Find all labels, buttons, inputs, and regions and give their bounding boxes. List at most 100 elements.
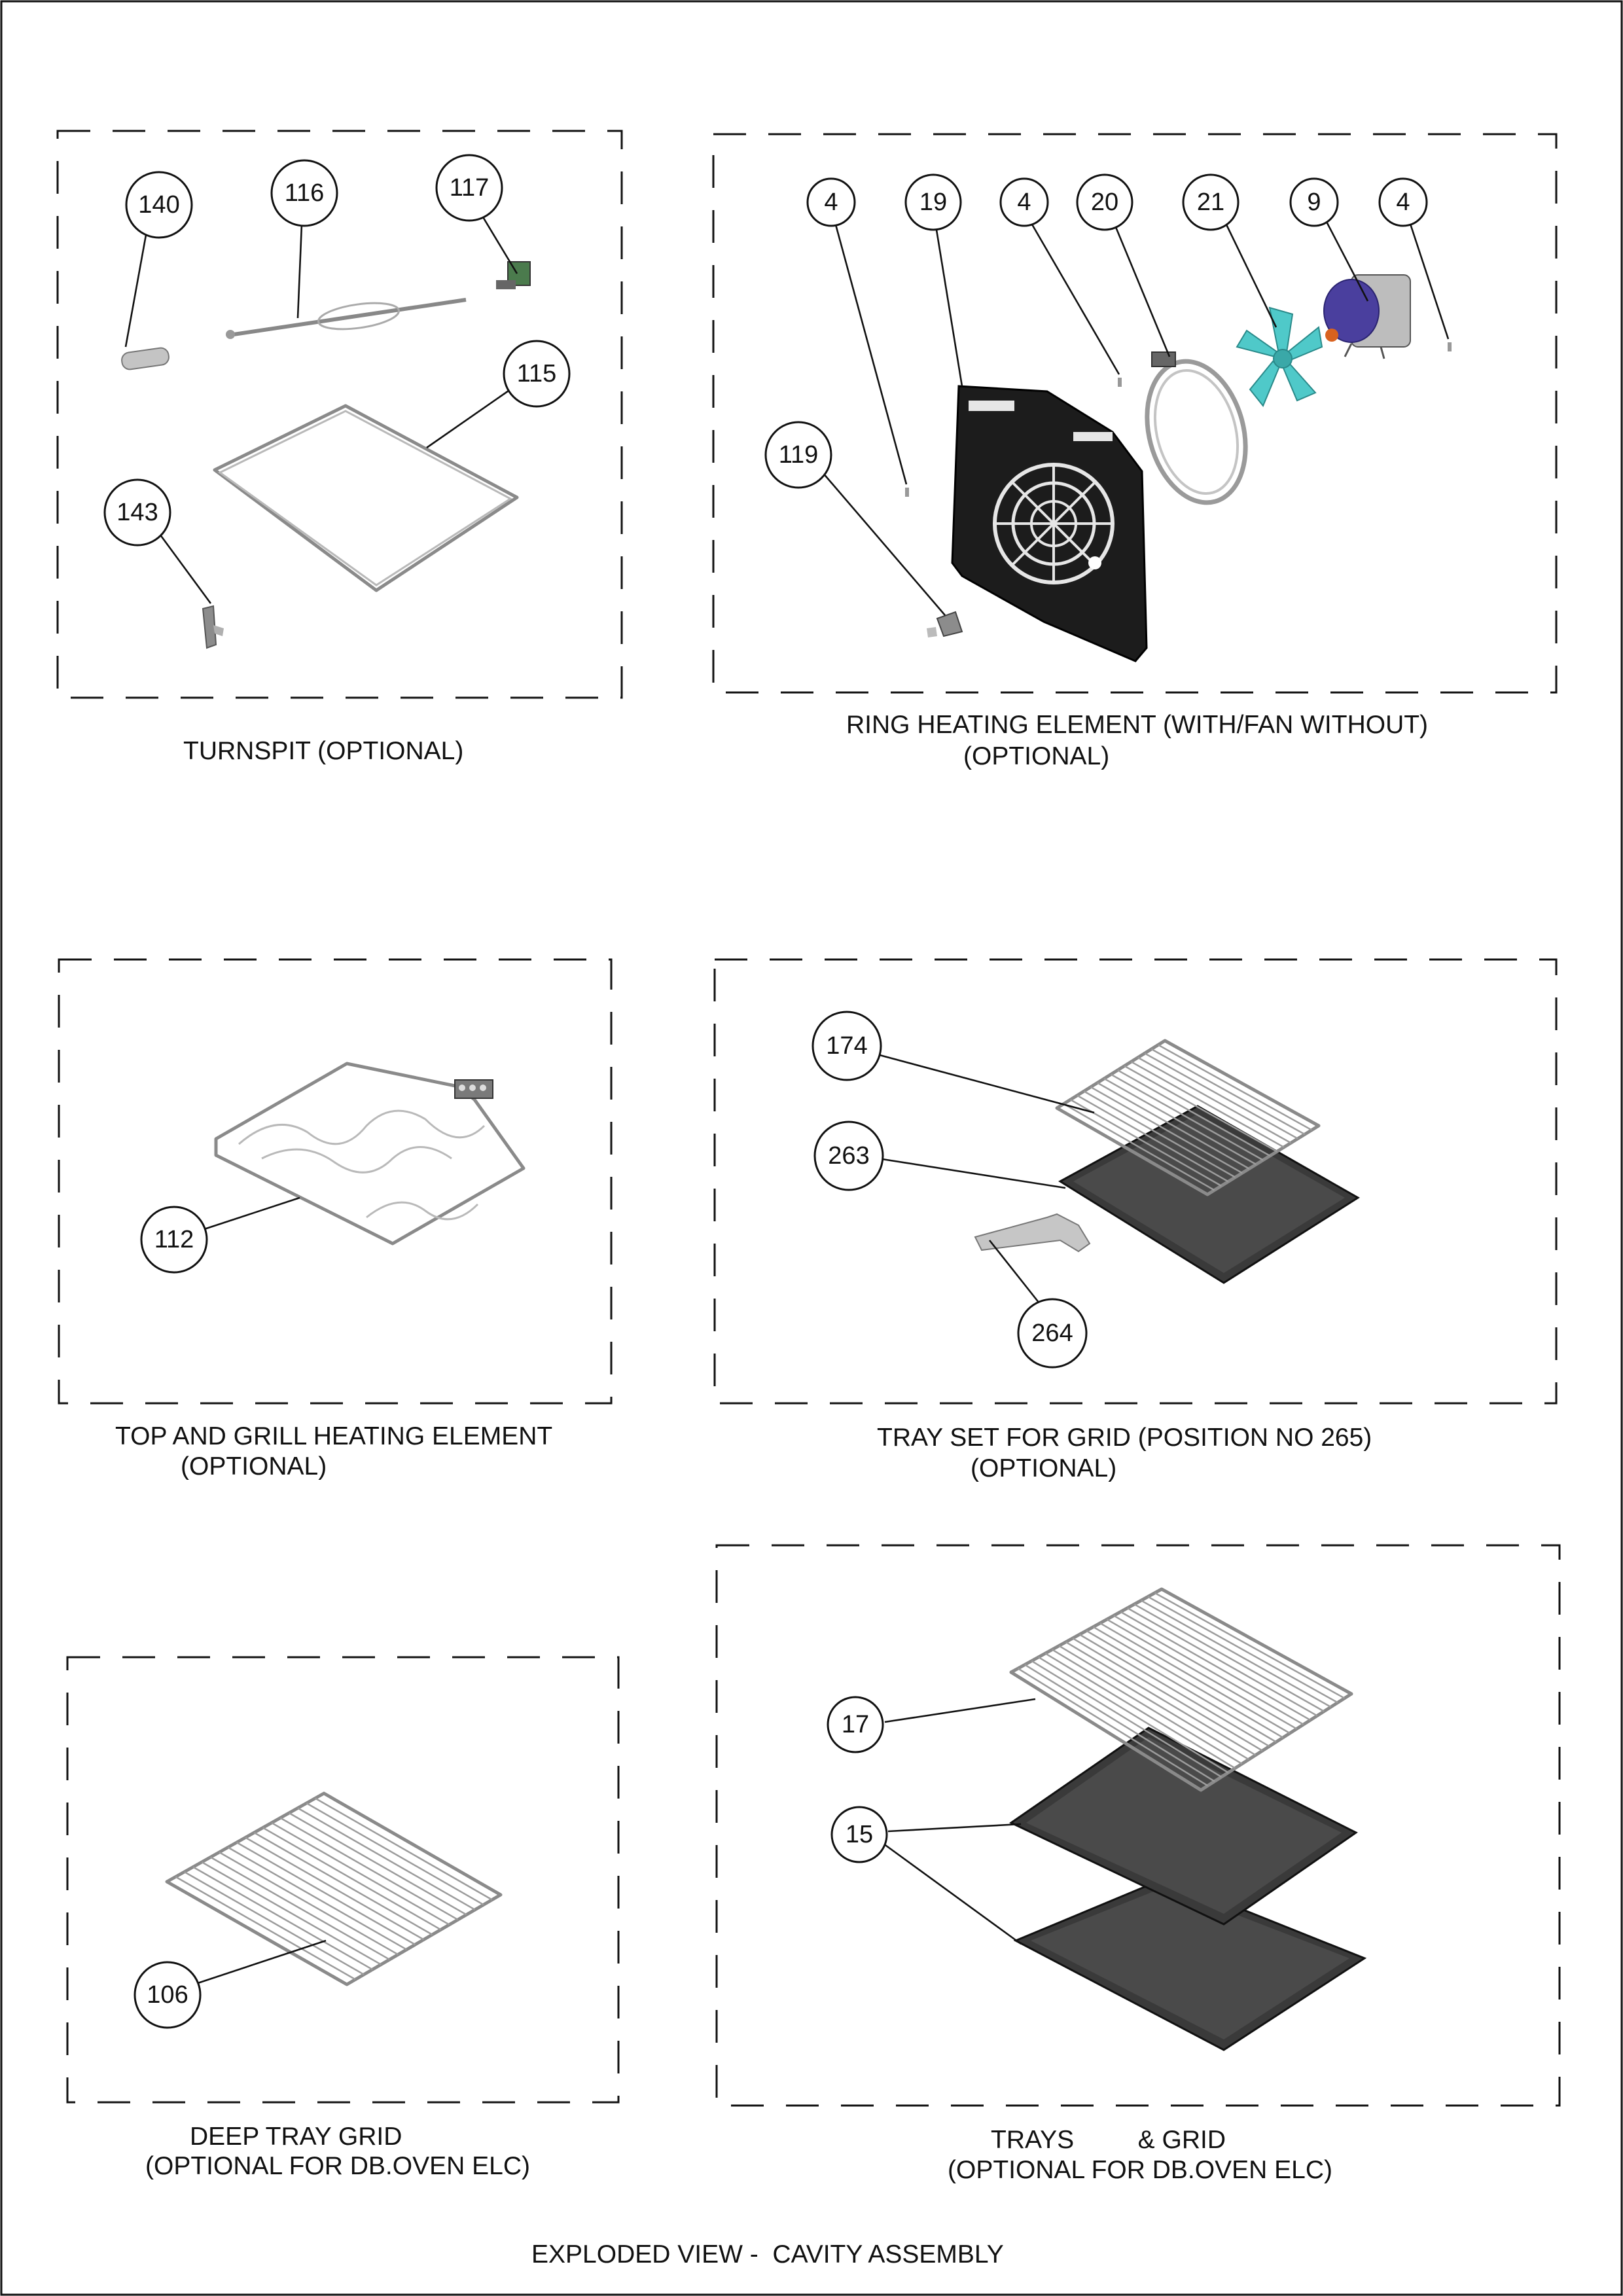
caption-ring-line1: RING HEATING ELEMENT (WITH/FAN WITHOUT) xyxy=(846,711,1428,739)
part-112-grill-element xyxy=(214,1062,526,1246)
grid-wire xyxy=(297,1807,476,1910)
callout-263-label: 263 xyxy=(828,1142,869,1170)
grid-wire xyxy=(1124,1065,1277,1153)
grid-wire xyxy=(253,1831,433,1935)
grid-wire xyxy=(1099,1622,1291,1734)
grid-wire xyxy=(175,1876,356,1981)
callout-4b-label: 4 xyxy=(1017,188,1031,216)
caption-tray-set-line2: (OPTIONAL) xyxy=(971,1454,1116,1482)
part-140-sleeve xyxy=(121,347,169,370)
grid-wire xyxy=(1083,1090,1236,1178)
section-trays-and-grid: 17 15 TRAYS & GRID (OPTIONAL FOR DB.OVEN… xyxy=(715,1544,1561,2184)
callout-20: 20 xyxy=(1076,173,1133,231)
grid-wire xyxy=(227,1846,408,1950)
part-17-grid xyxy=(1009,1587,1353,1792)
callout-117-label: 117 xyxy=(450,174,490,202)
callout-143: 143 xyxy=(103,478,171,547)
part-174-grid xyxy=(1055,1039,1321,1196)
callout-264: 264 xyxy=(1017,1298,1088,1369)
part-143-clip xyxy=(202,605,224,649)
screw-parts xyxy=(905,342,1452,497)
grid-wire xyxy=(1070,1099,1222,1187)
grid-wire xyxy=(271,1821,450,1926)
caption-top-grill-line1: TOP AND GRILL HEATING ELEMENT xyxy=(115,1422,552,1450)
grid-wire xyxy=(1158,1044,1312,1131)
callout-15: 15 xyxy=(830,1806,888,1863)
callout-21-label: 21 xyxy=(1197,188,1224,216)
callout-21: 21 xyxy=(1182,173,1240,231)
grid-wire xyxy=(1147,1596,1338,1704)
grid-wire xyxy=(1127,1607,1318,1717)
grid-wire xyxy=(1113,1615,1304,1725)
grid-wire xyxy=(1120,1611,1311,1721)
caption-tray-set-line1: TRAY SET FOR GRID (POSITION NO 265) xyxy=(877,1424,1372,1452)
callout-140: 140 xyxy=(125,171,193,239)
section-ring-heating-element: 4 19 4 20 21 9 4 119 RING HEATING ELEMEN… xyxy=(712,133,1558,770)
grid-wire xyxy=(1090,1086,1243,1174)
section-turnspit: 140 116 117 115 143 TURNSPIT (OPTIONAL) xyxy=(56,130,623,765)
grid-wire xyxy=(1065,1641,1257,1756)
grid-wire xyxy=(1144,1052,1298,1139)
part-15-upper-tray xyxy=(1009,1727,1358,1926)
grid-wire xyxy=(1063,1103,1215,1191)
caption-turnspit-line1: TURNSPIT (OPTIONAL) xyxy=(183,737,463,765)
section-frame-top-grill xyxy=(58,958,613,1405)
caption-trays-grid-line1: TRAYS & GRID xyxy=(991,2126,1226,2154)
section-tray-set: 174 263 264 TRAY SET FOR GRID (POSITION … xyxy=(713,958,1558,1482)
callout-116-label: 116 xyxy=(285,179,325,207)
grid-wire xyxy=(1052,1649,1243,1765)
grid-wire xyxy=(1058,1645,1249,1761)
callout-119: 119 xyxy=(764,421,832,489)
callout-112: 112 xyxy=(140,1206,208,1274)
callout-9-label: 9 xyxy=(1307,188,1321,216)
callout-4a: 4 xyxy=(806,177,856,227)
grid-wire xyxy=(236,1841,416,1946)
callout-263: 263 xyxy=(813,1121,884,1191)
grid-wire xyxy=(1117,1069,1271,1157)
callout-264-label: 264 xyxy=(1031,1319,1073,1347)
callout-4c-label: 4 xyxy=(1396,188,1410,216)
grid-wire xyxy=(192,1866,373,1971)
part-116-spit-rod xyxy=(226,298,467,339)
grid-wire xyxy=(245,1837,425,1941)
grid-wire xyxy=(1106,1619,1297,1730)
callout-19-label: 19 xyxy=(919,188,947,216)
grid-wire xyxy=(184,1871,365,1975)
section-deep-tray-grid: 106 DEEP TRAY GRID (OPTIONAL FOR DB.OVEN… xyxy=(66,1656,620,2180)
grid-wire xyxy=(1038,1656,1229,1774)
grid-wire xyxy=(1031,1660,1222,1778)
callout-174-label: 174 xyxy=(826,1032,867,1060)
callout-112-label: 112 xyxy=(154,1226,194,1253)
section-frame-ring xyxy=(712,133,1558,694)
callout-143-label: 143 xyxy=(116,499,158,526)
callout-20-label: 20 xyxy=(1091,188,1118,216)
callout-174: 174 xyxy=(812,1011,882,1081)
callout-140-label: 140 xyxy=(138,191,179,219)
part-115-wire-frame xyxy=(213,404,519,592)
callout-17: 17 xyxy=(827,1696,884,1753)
grid-wire xyxy=(1092,1626,1284,1738)
caption-deep-tray-line1: DEEP TRAY GRID xyxy=(190,2123,402,2151)
grid-wire xyxy=(1137,1056,1292,1144)
part-264-handle xyxy=(974,1213,1091,1253)
grid-wire xyxy=(1044,1653,1236,1769)
grid-wire xyxy=(219,1851,399,1956)
callout-106: 106 xyxy=(134,1961,202,2029)
grid-wire xyxy=(262,1827,442,1931)
callout-17-label: 17 xyxy=(842,1711,869,1738)
grid-wire xyxy=(306,1802,484,1906)
caption-top-grill-line2: (OPTIONAL) xyxy=(181,1452,327,1480)
callout-115-label: 115 xyxy=(517,360,557,387)
grid-wire xyxy=(1130,1061,1285,1148)
grid-wire xyxy=(1086,1630,1277,1743)
grid-wire xyxy=(1072,1637,1263,1751)
caption-trays-grid-line2: (OPTIONAL FOR DB.OVEN ELC) xyxy=(948,2156,1332,2184)
grid-wire xyxy=(1154,1592,1346,1699)
grid-wire xyxy=(1079,1634,1270,1748)
grid-wire xyxy=(1133,1604,1325,1712)
grid-wire xyxy=(1017,1668,1209,1787)
callout-19: 19 xyxy=(904,173,962,231)
section-frame-turnspit xyxy=(56,130,623,699)
callout-119-label: 119 xyxy=(779,441,819,469)
